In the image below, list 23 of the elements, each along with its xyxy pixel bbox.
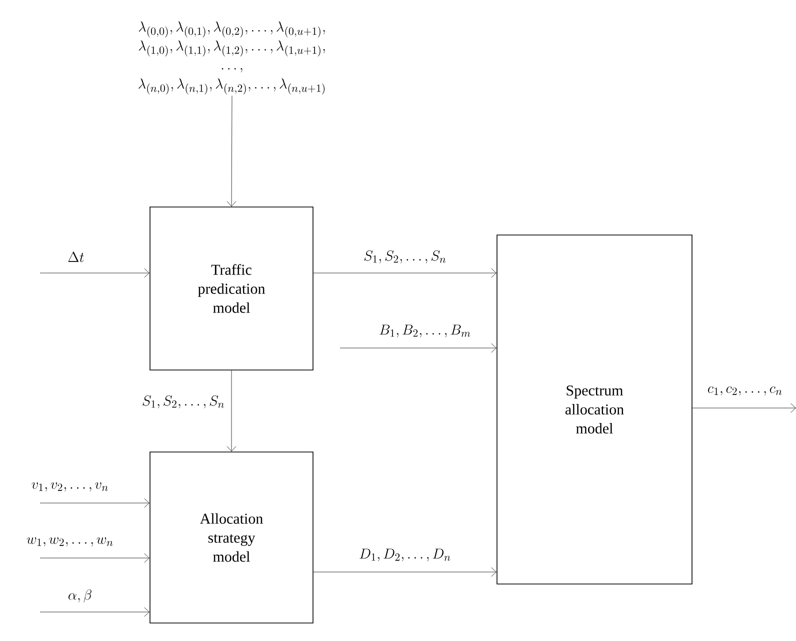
arrow: [40, 498, 150, 508]
arrow: [40, 268, 150, 278]
process-box: Traffic predication model: [150, 206, 314, 370]
arrow: [313, 268, 496, 278]
edge-label: $S_1, S_2, \ldots, S_n$: [140, 394, 226, 410]
arrow: [226, 96, 236, 206]
process-box: Allocation strategy model: [150, 452, 314, 624]
edge-label: $D_1, D_2, \ldots, D_n$: [358, 548, 452, 562]
edge-label: $\alpha, \beta$: [66, 588, 94, 604]
arrow: [40, 607, 150, 617]
process-box: Spectrum allocation model: [496, 234, 692, 584]
edge-label: $\Delta t$: [66, 251, 86, 263]
edge-label: $c_1, c_2, \ldots, c_n$: [706, 386, 784, 396]
arrow: [313, 567, 496, 577]
input-formula: $\lambda_{(0,0)}, \lambda_{(0,1)}, \lambda_{(0,2)}, \ldots, \lambda_{(0,u+1)},$ $\lambda_{(1,0)}, \lambda_{(1,1)}, \lambda_{(1,2)}, \ldots, \lambda_{(1,u+1)},$ $\ldots,$ $\lambda_{(n,0)}, \lambda_{(n,1)}, \lambda_{(n,2)}, \ldots, \lambda_{(n,u+1)}$: [138, 22, 325, 94]
arrow: [226, 370, 236, 452]
arrow: [340, 343, 496, 353]
arrow: [692, 403, 796, 413]
arrow: [40, 553, 150, 563]
edge-label: $w_1, w_2, \ldots, w_n$: [25, 536, 115, 548]
edge-label: $v_1, v_2, \ldots, v_n$: [30, 482, 110, 492]
edge-label: $S_1, S_2, \ldots, S_n$: [362, 250, 448, 264]
edge-label: $B_1, B_2, \ldots, B_m$: [378, 324, 472, 338]
